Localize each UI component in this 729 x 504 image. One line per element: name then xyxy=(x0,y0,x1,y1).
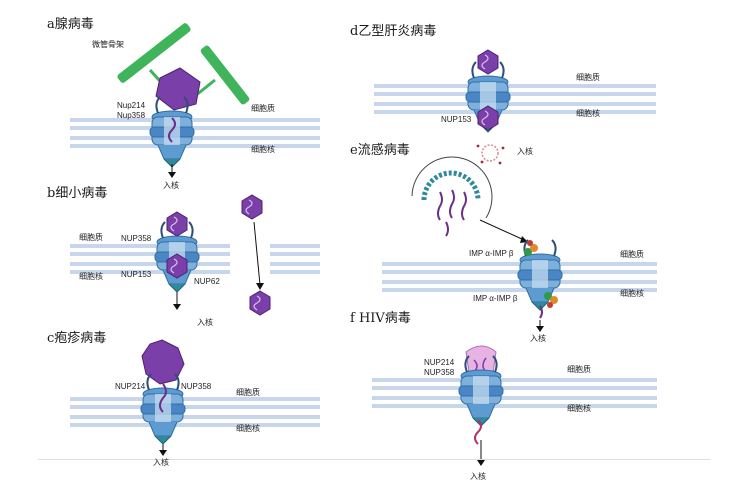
panel-a-title: a腺病毒 xyxy=(47,17,94,32)
panel-b-title: b细小病毒 xyxy=(47,186,108,201)
panel-b-cytoplasm-label: 细胞质 xyxy=(79,233,103,242)
panel-d-genome xyxy=(481,144,499,162)
panel-e-endosome xyxy=(411,156,493,219)
panel-d-capsid-top xyxy=(477,49,499,75)
panel-b-arrowhead-right xyxy=(256,283,264,290)
panel-b-arrow-right xyxy=(253,221,261,286)
panel-b-nucleus-label: 细胞核 xyxy=(79,272,103,281)
panel-c-nucleus-label: 细胞核 xyxy=(236,424,260,433)
panel-c-import-label: 入核 xyxy=(153,458,169,467)
panel-c-nup358-label: NUP358 xyxy=(181,382,212,391)
panel-e-arrow-in xyxy=(479,219,525,241)
panel-e-arrowhead xyxy=(536,326,544,332)
panel-d-particles xyxy=(476,144,505,165)
panel-e-imp-bottom-label: IMP α-IMP β xyxy=(473,294,518,303)
panel-b-nup358-label: NUP358 xyxy=(121,234,152,243)
panel-a-microtubule-label: 微管骨架 xyxy=(92,40,124,49)
panel-b-arrowhead-left xyxy=(173,304,181,310)
panel-b-capsid-top xyxy=(166,211,188,237)
panel-a-arrowhead xyxy=(168,172,176,178)
panel-f-nup214-label: NUP214 xyxy=(424,358,455,367)
panel-d-import-label: 入核 xyxy=(517,147,533,156)
panel-b-import-label: 入核 xyxy=(197,318,213,327)
panel-b-membrane xyxy=(70,244,320,274)
panel-d-cytoplasm-label: 细胞质 xyxy=(576,73,600,82)
panel-e-envelope xyxy=(421,170,481,201)
panel-b-capsid-nucleus xyxy=(249,290,271,316)
panel-c-dna xyxy=(159,383,167,413)
panel-e-nucleus-label: 细胞核 xyxy=(620,289,644,298)
panel-a-cytoplasm-label: 细胞质 xyxy=(251,104,275,113)
panel-c-cytoplasm-label: 细胞质 xyxy=(236,388,260,397)
panel-e-cytoplasm-label: 细胞质 xyxy=(620,250,644,259)
panel-b-nup153-label: NUP153 xyxy=(121,270,152,279)
panel-f-membrane xyxy=(372,378,657,408)
panel-e-importin-top xyxy=(524,240,538,256)
panel-d-membrane xyxy=(374,84,656,114)
panel-a-capsid xyxy=(155,67,201,111)
panel-a-import-label: 入核 xyxy=(163,181,179,190)
panel-c-arrowhead xyxy=(159,450,167,456)
panel-f-nup358-label: NUP358 xyxy=(424,368,455,377)
panel-d-nup153-label: NUP153 xyxy=(441,115,472,124)
panel-e-vrnp xyxy=(437,189,467,237)
panel-f-title: f HIV病毒 xyxy=(350,311,411,326)
panel-c-capsid xyxy=(141,339,185,385)
panel-a-nucleus-label: 细胞核 xyxy=(251,145,275,154)
panel-a-nup358-label: Nup358 xyxy=(117,111,146,120)
bottom-divider xyxy=(38,459,710,460)
panel-b-nup62-label: NUP62 xyxy=(194,277,220,286)
panel-e-importin-bottom xyxy=(544,292,558,308)
panel-a-dna xyxy=(168,117,176,143)
panel-a-nup214-label: Nup214 xyxy=(117,101,146,110)
panel-a-membrane xyxy=(70,118,320,148)
panel-e-imp-top-label: IMP α-IMP β xyxy=(469,249,514,258)
panel-f-arrowhead xyxy=(477,460,485,466)
panel-f-preintegration xyxy=(474,419,482,445)
panel-c-title: c疱疹病毒 xyxy=(47,331,107,346)
panel-d-title: d乙型肝炎病毒 xyxy=(350,24,437,39)
panel-e-vrnp-nucleus xyxy=(539,305,543,319)
panel-e-title: e流感病毒 xyxy=(350,143,410,158)
panel-b-capsid-free xyxy=(241,194,263,220)
panel-f-import-label: 入核 xyxy=(470,472,486,481)
panel-c-membrane xyxy=(70,397,320,427)
panel-e-import-label: 入核 xyxy=(530,334,546,343)
panel-f-cytoplasm-label: 细胞质 xyxy=(567,365,591,374)
panel-d-nucleus-label: 细胞核 xyxy=(576,109,600,118)
panel-f-nucleus-label: 细胞核 xyxy=(567,404,591,413)
panel-c-nup214-label: NUP214 xyxy=(115,382,146,391)
